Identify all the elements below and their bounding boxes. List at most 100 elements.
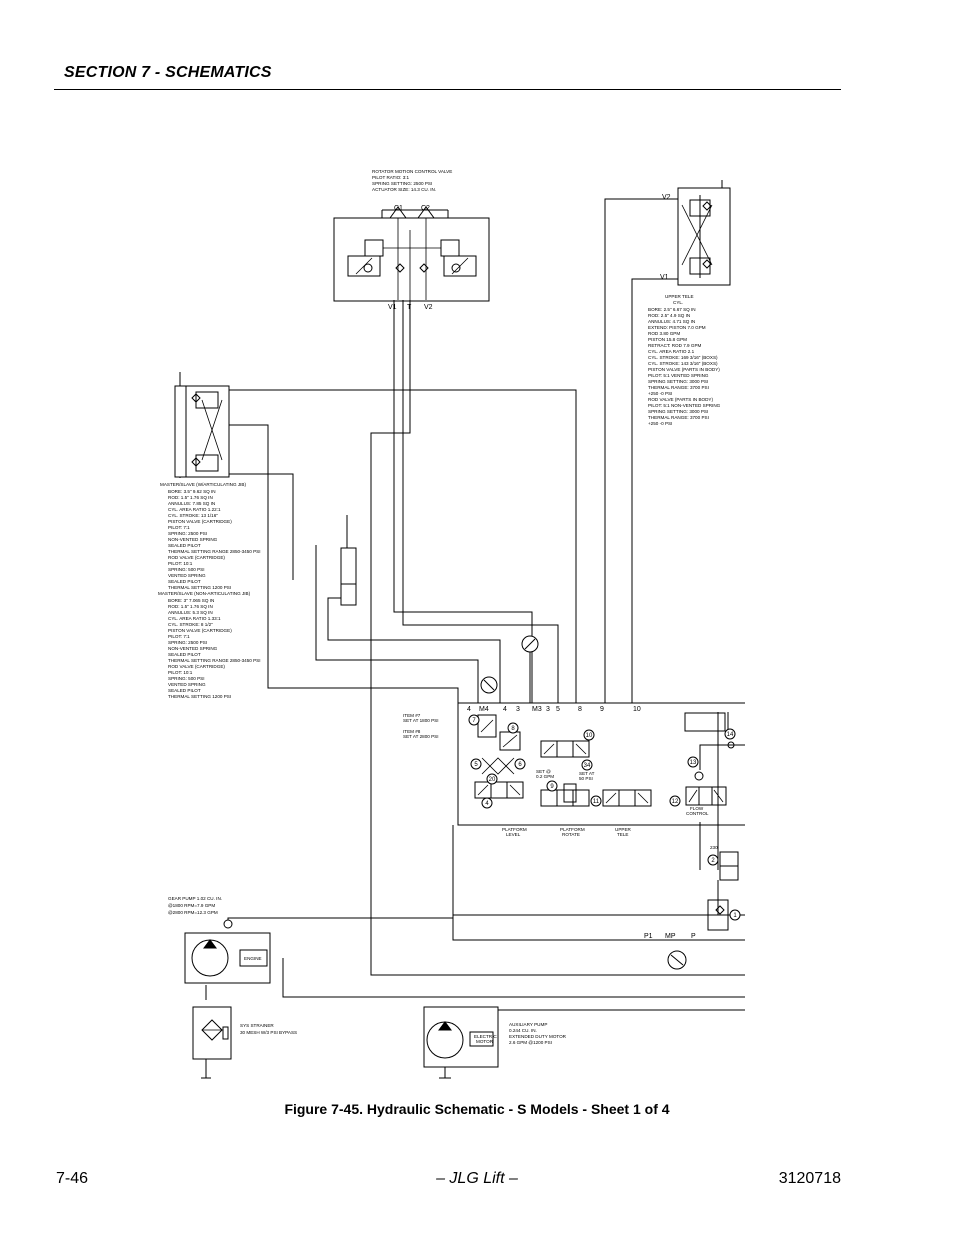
item-callout: [507, 722, 519, 734]
directional-valve-symbol: [540, 740, 590, 758]
note-line: BORE: 3" 7.065 SQ IN: [168, 598, 214, 603]
port-v2-label: V2: [424, 304, 433, 311]
directional-valve-symbol: [474, 781, 524, 799]
pressure-gauge: [521, 635, 539, 703]
header-rule: [54, 89, 841, 90]
item-callout: [669, 795, 681, 807]
item-number: 5: [474, 762, 478, 768]
item-callout: [729, 909, 741, 921]
note-line: THERMAL SETTING RANGE 2850-3450 PSI: [168, 549, 261, 554]
item-callout: [687, 756, 699, 768]
note-line: @1800 RPM=7.9 GPM: [168, 903, 215, 908]
note-line: @2800 RPM=12.3 GPM: [168, 910, 218, 915]
auxiliary-pump: ELECTRIC MOTOR AUXILIARY PUMP 0.244 CU. …: [423, 1006, 567, 1079]
note-line: ROD: 2.5" 4.9 SQ IN: [648, 313, 690, 318]
section-label: PLATFORM: [560, 827, 585, 832]
note-line: AUXILIARY PUMP: [509, 1022, 547, 1027]
rotator-valve-block: C1 C2 V1 T V2: [333, 205, 490, 311]
engine-label: ENGINE: [244, 956, 262, 961]
item-number: 9: [550, 784, 554, 790]
upper-tele-valve: V2 V1: [660, 180, 731, 286]
note-line: THERMAL SETTING 1200 PSI: [168, 585, 231, 590]
item-number: 11: [593, 799, 600, 805]
note-line: SPRING SETTING: 3000 PSI: [648, 379, 708, 384]
port-label: M3: [532, 706, 542, 713]
note-line: NON-VENTED SPRING: [168, 537, 218, 542]
motor-label: MOTOR: [476, 1039, 494, 1044]
port-label: 4: [467, 706, 471, 713]
item-callout: [470, 758, 482, 770]
note-line: PILOT: 5:1 VENTED SPRING: [648, 373, 709, 378]
note-line: ROD: 1.5" 1.76 SQ IN: [168, 604, 213, 609]
note-line: SPRING SETTING: 2500 PSI: [372, 181, 432, 186]
jib-cylinder-body: [340, 547, 357, 606]
page-number: 7-46: [56, 1170, 89, 1187]
note-line: ROD VALVE (PARTS IN BODY): [648, 397, 713, 402]
item-number: 10: [586, 733, 593, 739]
note-line: SEALED PILOT: [168, 543, 201, 548]
section-label: FLOW: [690, 806, 704, 811]
note-line: CYL. STROKE: 8 1/2": [168, 622, 213, 627]
note-line: THERMAL SETTING RANGE 2850-3450 PSI: [168, 658, 261, 663]
section-title: SECTION 7 - SCHEMATICS: [64, 64, 272, 81]
control-manifold: 4 M4 4 3 M3 3 5 8 9 10 ITEM #7 SET AT 18…: [403, 706, 741, 940]
master-slave-articulating-notes: MASTER/SLAVE (W/ARTICULATING JIB) BORE: …: [160, 482, 261, 590]
note-line: ROTATOR MOTION CONTROL VALVE: [372, 169, 452, 174]
note-line: MASTER/SLAVE (NON-ARTICULATING JIB): [158, 591, 251, 596]
small-label: 230: [710, 845, 718, 850]
section-label: LEVEL: [506, 832, 521, 837]
item-callout: [481, 797, 493, 809]
figure-caption: Figure 7-45. Hydraulic Schematic - S Mod…: [284, 1101, 670, 1117]
note-line: SPRING: 2500 PSI: [168, 531, 207, 536]
gear-pump-notes: GEAR PUMP 1.02 CU. IN. @1800 RPM=7.9 GPM…: [168, 896, 222, 915]
note-line: SEALED PILOT: [168, 688, 201, 693]
note-line: GEAR PUMP 1.02 CU. IN.: [168, 896, 222, 901]
note-line: PILOT: 7:1: [168, 634, 190, 639]
note-line: 30 MESH W/3 PSI BYPASS: [240, 1030, 297, 1035]
note-line: BORE: 2.5" 6.67 SQ IN: [648, 307, 696, 312]
note-line: CYL. STROKE: 143 3/16" (BOXS): [648, 361, 718, 366]
item-callout: [724, 728, 736, 740]
note-line: SET AT 2800 PSI: [403, 734, 439, 739]
note-line: PISTON VALVE (CARTRIDGE): [168, 628, 232, 633]
item-callout: [546, 780, 558, 792]
motor-label: ELECTRIC: [474, 1034, 497, 1039]
item-callout: [514, 758, 526, 770]
port-label: 10: [633, 706, 641, 713]
port-c2-label: C2: [421, 205, 430, 212]
note-line: CYL.: [673, 300, 683, 305]
item-number: 34: [584, 763, 591, 769]
note-line: PILOT RATIO: 3:1: [372, 175, 410, 180]
port-label: 8: [578, 706, 582, 713]
item-callout: [707, 854, 719, 866]
note-line: VENTED SPRING: [168, 682, 206, 687]
item-callout: [581, 759, 593, 771]
port-v1-label: V1: [388, 304, 397, 311]
note-line: CYL. AREA RATIO 1.22:1: [168, 507, 221, 512]
item-number: 7: [472, 718, 476, 724]
note-line: PILOT: 7:1: [168, 525, 190, 530]
item-number: 4: [485, 801, 489, 807]
upper-tele-notes: UPPER TELE CYL. BORE: 2.5" 6.67 SQ IN RO…: [648, 294, 721, 426]
section-label: ROTATE: [562, 832, 580, 837]
note-line: 0.244 CU. IN.: [509, 1028, 537, 1033]
note-line: SPRING: 2500 PSI: [168, 640, 207, 645]
directional-valve-symbol: [602, 789, 652, 807]
note-line: CYL. STROKE: 169 3/16" (BOXS): [648, 355, 718, 360]
jib-cylinder: [340, 515, 357, 606]
rotator-block-outline: [333, 217, 490, 302]
port-label: 5: [556, 706, 560, 713]
engine-box: [239, 949, 268, 967]
note-line: ROD VALVE (CARTRIDGE): [168, 664, 225, 669]
note-line: BORE: 3.5" 9.62 SQ IN: [168, 489, 216, 494]
item-number: 20: [489, 777, 496, 783]
section-label: UPPER: [615, 827, 632, 832]
master-slave-valve: [174, 372, 230, 478]
port-label: 3: [516, 706, 520, 713]
note-line: 50 PSI: [579, 776, 593, 781]
note-line: THERMAL RANGE: 3700 PSI: [648, 385, 709, 390]
port-label: 3: [546, 706, 550, 713]
note-line: SPRING: 500 PSI: [168, 567, 205, 572]
note-line: EXTEND: PISTON 7.0 GPM: [648, 325, 706, 330]
strainer-housing: [192, 1006, 232, 1060]
